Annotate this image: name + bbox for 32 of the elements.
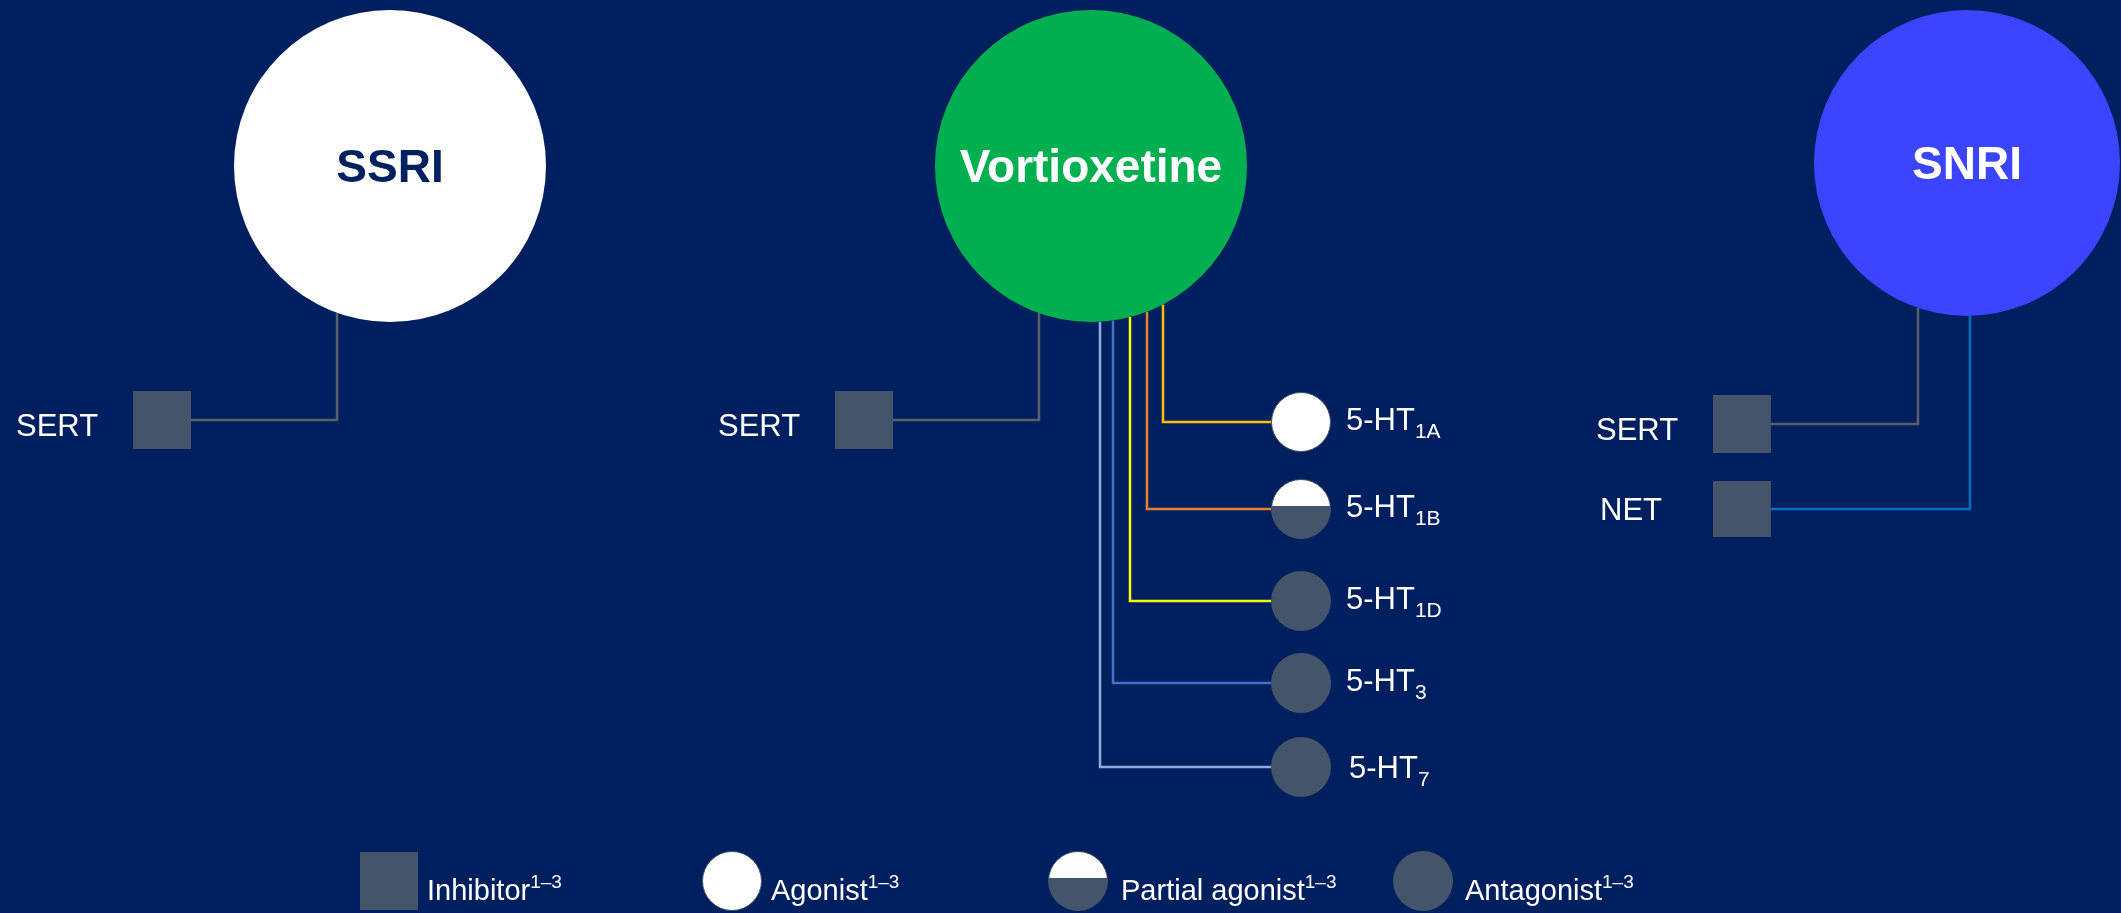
inhibitor-square [133,391,191,449]
legend-text: Agonist$^{1–3}$ [771,872,900,905]
target-label: 5-HT$_{7}$ [1349,752,1430,789]
inhibitor-square [1713,395,1771,453]
target-label: 5-HT$_{1D}$ [1346,583,1442,620]
target-label: SERT [1596,414,1679,445]
legend-text: Partial agonist$^{1–3}$ [1121,872,1337,905]
target-label: NET [1600,494,1662,525]
target-label: 5-HT$_{1B}$ [1346,491,1441,528]
drug-name: SSRI [336,139,444,193]
drug-name: SNRI [1912,136,2022,190]
connector-line [1771,315,1972,511]
connector-line [893,313,1041,422]
connector-line [1145,311,1271,511]
connector-line [1771,307,1920,426]
antagonist-circle [1271,737,1331,797]
connector-line [191,312,339,422]
antagonist-circle [1271,653,1331,713]
antagonist-circle [1271,571,1331,631]
connector-line [1111,320,1271,685]
target-label: 5-HT$_{3}$ [1346,665,1427,702]
drug-name: Vortioxetine [959,139,1223,193]
connector-line [1098,321,1271,769]
target-label: 5-HT$_{1A}$ [1346,404,1441,441]
connector-line [1128,317,1271,603]
connector-line [1161,304,1271,424]
target-label: SERT [718,410,801,441]
inhibitor-square [835,391,893,449]
target-label: SERT [16,410,99,441]
inhibitor-square [1713,481,1771,537]
legend-text: Antagonist$^{1–3}$ [1465,872,1634,905]
legend-text: Inhibitor$^{1–3}$ [427,872,562,905]
